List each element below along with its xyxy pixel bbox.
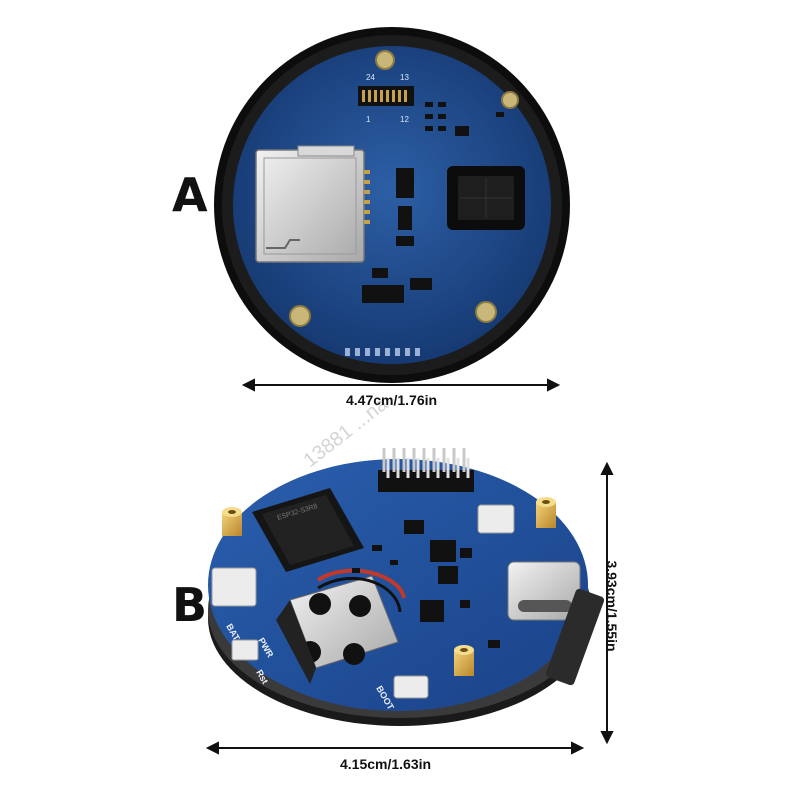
svg-text:24: 24 (366, 73, 375, 82)
svg-text:13: 13 (400, 73, 409, 82)
dimension-label-b-width: 4.15cm/1.63in (340, 756, 432, 772)
jst-connector (211, 504, 515, 699)
dimension-arrow-b-width (205, 741, 585, 755)
svg-text:12: 12 (400, 115, 409, 124)
dimension-arrow-a-width (241, 378, 561, 392)
microsd-slot (255, 145, 370, 263)
mcu-chip: ESP32-S3R8 (252, 488, 364, 572)
battery-holder (276, 575, 399, 684)
board-b: ESP32-S3R8 (208, 448, 605, 726)
panel-b-letter: B (172, 578, 208, 632)
pcb-back (233, 46, 551, 364)
dimension-arrow-b-height (600, 461, 614, 745)
mounting-hole (289, 50, 519, 327)
svg-text:1: 1 (366, 115, 371, 124)
dimension-label-a-width: 4.47cm/1.76in (346, 392, 438, 408)
panel-a-letter: A (172, 168, 208, 222)
brass-standoff (222, 497, 556, 676)
pin-header (378, 448, 474, 492)
board-a: 24 13 1 12 (214, 27, 570, 383)
dimension-label-b-height: 3.93cm/1.55in (604, 560, 620, 652)
